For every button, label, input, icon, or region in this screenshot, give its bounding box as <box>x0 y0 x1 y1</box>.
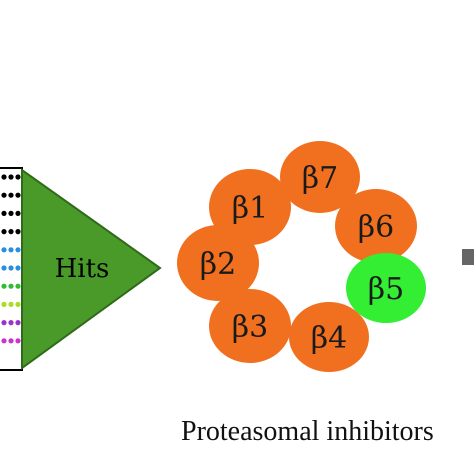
subunit-b6-shape <box>335 189 417 263</box>
hits-arrow: Hits <box>21 168 162 370</box>
subunit-b4-label: β4 <box>311 321 347 356</box>
subunit-b1: β1 <box>209 169 291 245</box>
subunit-b5-shape <box>346 253 426 323</box>
microplate-well <box>15 283 21 289</box>
microplate-well <box>15 229 21 235</box>
microplate-well <box>8 301 14 307</box>
subunit-b6: β6 <box>335 189 417 263</box>
microplate-well <box>1 229 7 235</box>
microplate-well <box>15 192 21 198</box>
microplate-well <box>15 338 21 344</box>
microplate-well <box>1 247 7 253</box>
subunit-b7: β7 <box>280 141 360 213</box>
subunit-b3-label: β3 <box>232 310 268 345</box>
microplate-well <box>1 210 7 216</box>
microplate-wells <box>1 174 21 344</box>
microplate-well <box>15 210 21 216</box>
caption-proteasomal-inhibitors: Proteasomal inhibitors <box>181 416 434 447</box>
microplate-well <box>1 265 7 271</box>
subunit-b2-label: β2 <box>200 247 236 282</box>
subunit-b7-label: β7 <box>302 161 338 196</box>
hits-triangle <box>21 168 162 370</box>
subunit-b4: β4 <box>289 302 369 372</box>
microplate-well <box>15 265 21 271</box>
microplate-well <box>15 301 21 307</box>
subunit-b7-shape <box>280 141 360 213</box>
microplate-well <box>8 247 14 253</box>
microplate-well <box>1 338 7 344</box>
subunit-b2: β2 <box>177 225 259 301</box>
proteasome-beta-ring: β1 β7 β6 β2 β5 β3 β4 <box>177 141 426 372</box>
subunit-b5: β5 <box>346 253 426 323</box>
microplate-well <box>15 320 21 326</box>
microplate-well <box>1 174 7 180</box>
microplate-well <box>8 174 14 180</box>
subunit-b2-shape <box>177 225 259 301</box>
microplate-well <box>8 229 14 235</box>
subunit-b1-shape <box>209 169 291 245</box>
microplate-well <box>1 320 7 326</box>
subunit-b5-label: β5 <box>368 272 404 307</box>
microplate-well <box>8 265 14 271</box>
subunit-b3: β3 <box>209 289 291 363</box>
microplate-well <box>8 338 14 344</box>
microplate-well <box>8 192 14 198</box>
microplate-well <box>1 301 7 307</box>
microplate-well <box>8 283 14 289</box>
microplate-well <box>15 247 21 253</box>
subunit-b4-shape <box>289 302 369 372</box>
microplate-well <box>1 192 7 198</box>
microplate-well <box>1 283 7 289</box>
subunit-b3-shape <box>209 289 291 363</box>
microplate <box>0 167 23 371</box>
microplate-well <box>8 320 14 326</box>
subunit-b1-label: β1 <box>232 191 268 226</box>
hits-label: Hits <box>55 254 110 284</box>
subunit-b6-label: β6 <box>358 210 394 245</box>
microplate-well <box>15 174 21 180</box>
arrow-fragment <box>462 249 474 265</box>
microplate-well <box>8 210 14 216</box>
